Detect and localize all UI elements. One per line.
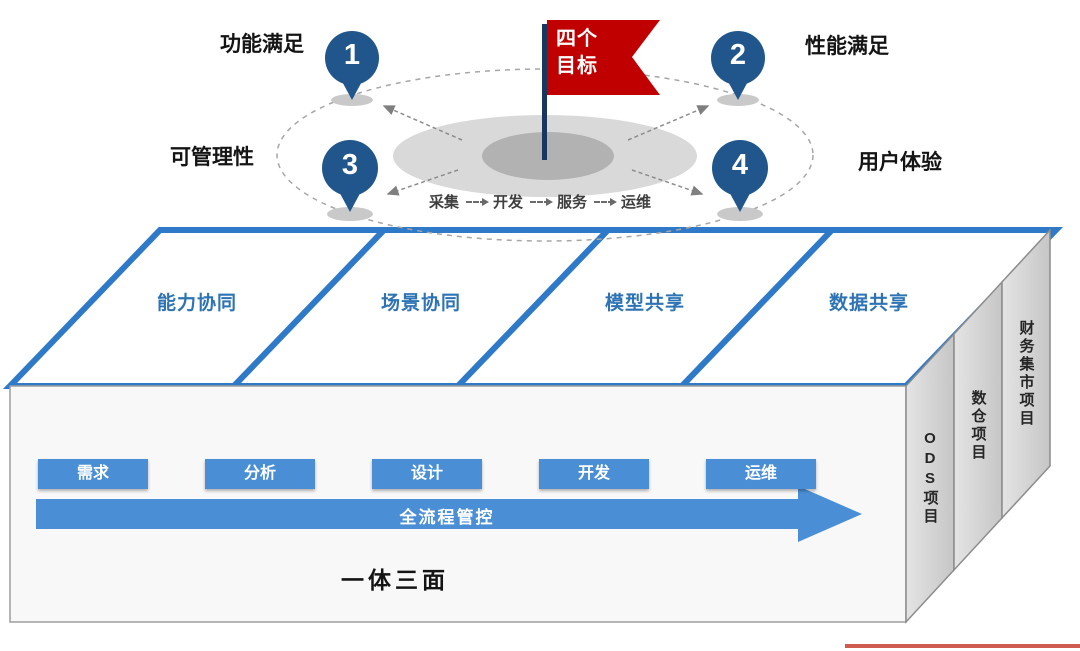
process-arrow-label: 全流程管控 — [399, 508, 495, 527]
pin-2-icon — [711, 31, 765, 100]
pin-3-icon — [322, 140, 378, 212]
bottom-red-line — [845, 644, 1080, 648]
pin-1-number: 1 — [343, 39, 361, 72]
pin-1-icon — [325, 31, 379, 100]
flow-step-collect: 采集 — [428, 194, 459, 211]
pin-4-number: 4 — [731, 149, 749, 182]
goal-label-experience: 用户体验 — [858, 151, 942, 174]
step-design: 设计 — [372, 459, 482, 489]
dashed-arrow-icon — [465, 197, 489, 206]
panel-model: 模型共享 — [604, 293, 685, 314]
panel-data: 数据共享 — [828, 293, 909, 314]
pin-2-number: 2 — [729, 39, 747, 72]
step-ops: 运维 — [706, 459, 816, 489]
side-slabs — [905, 228, 1051, 624]
flag-label: 四个 目标 — [556, 28, 598, 77]
panel-scenario: 场景协同 — [380, 293, 461, 314]
dashed-arrow-icon — [594, 197, 618, 206]
flag-icon — [542, 20, 660, 160]
process-arrow — [36, 486, 862, 542]
goal-label-performance: 性能满足 — [805, 35, 889, 58]
panel-capability: 能力协同 — [156, 293, 237, 314]
caption-one-body-three-faces: 一体三面 — [341, 567, 449, 593]
flow-step-develop: 开发 — [492, 194, 523, 211]
slab-finance — [1001, 228, 1051, 520]
step-develop: 开发 — [539, 459, 649, 489]
goal-label-manageability: 可管理性 — [170, 146, 254, 169]
pin-4-icon — [712, 140, 768, 212]
dashed-arrow-icon — [530, 197, 553, 206]
pin-connectors — [382, 105, 710, 196]
project-ods: ODS项目 — [921, 430, 939, 526]
flow-step-ops: 运维 — [621, 194, 652, 211]
goal-label-function: 功能满足 — [220, 33, 304, 56]
pin-3-number: 3 — [341, 149, 359, 182]
step-requirements: 需求 — [38, 459, 148, 489]
project-warehouse: 数仓项目 — [969, 390, 987, 462]
step-analysis: 分析 — [205, 459, 315, 489]
project-finance-mart: 财务集市项目 — [1017, 320, 1035, 428]
lifecycle-flow: 采集 开发 服务 运维 — [385, 191, 695, 212]
flow-step-service: 服务 — [557, 194, 588, 211]
